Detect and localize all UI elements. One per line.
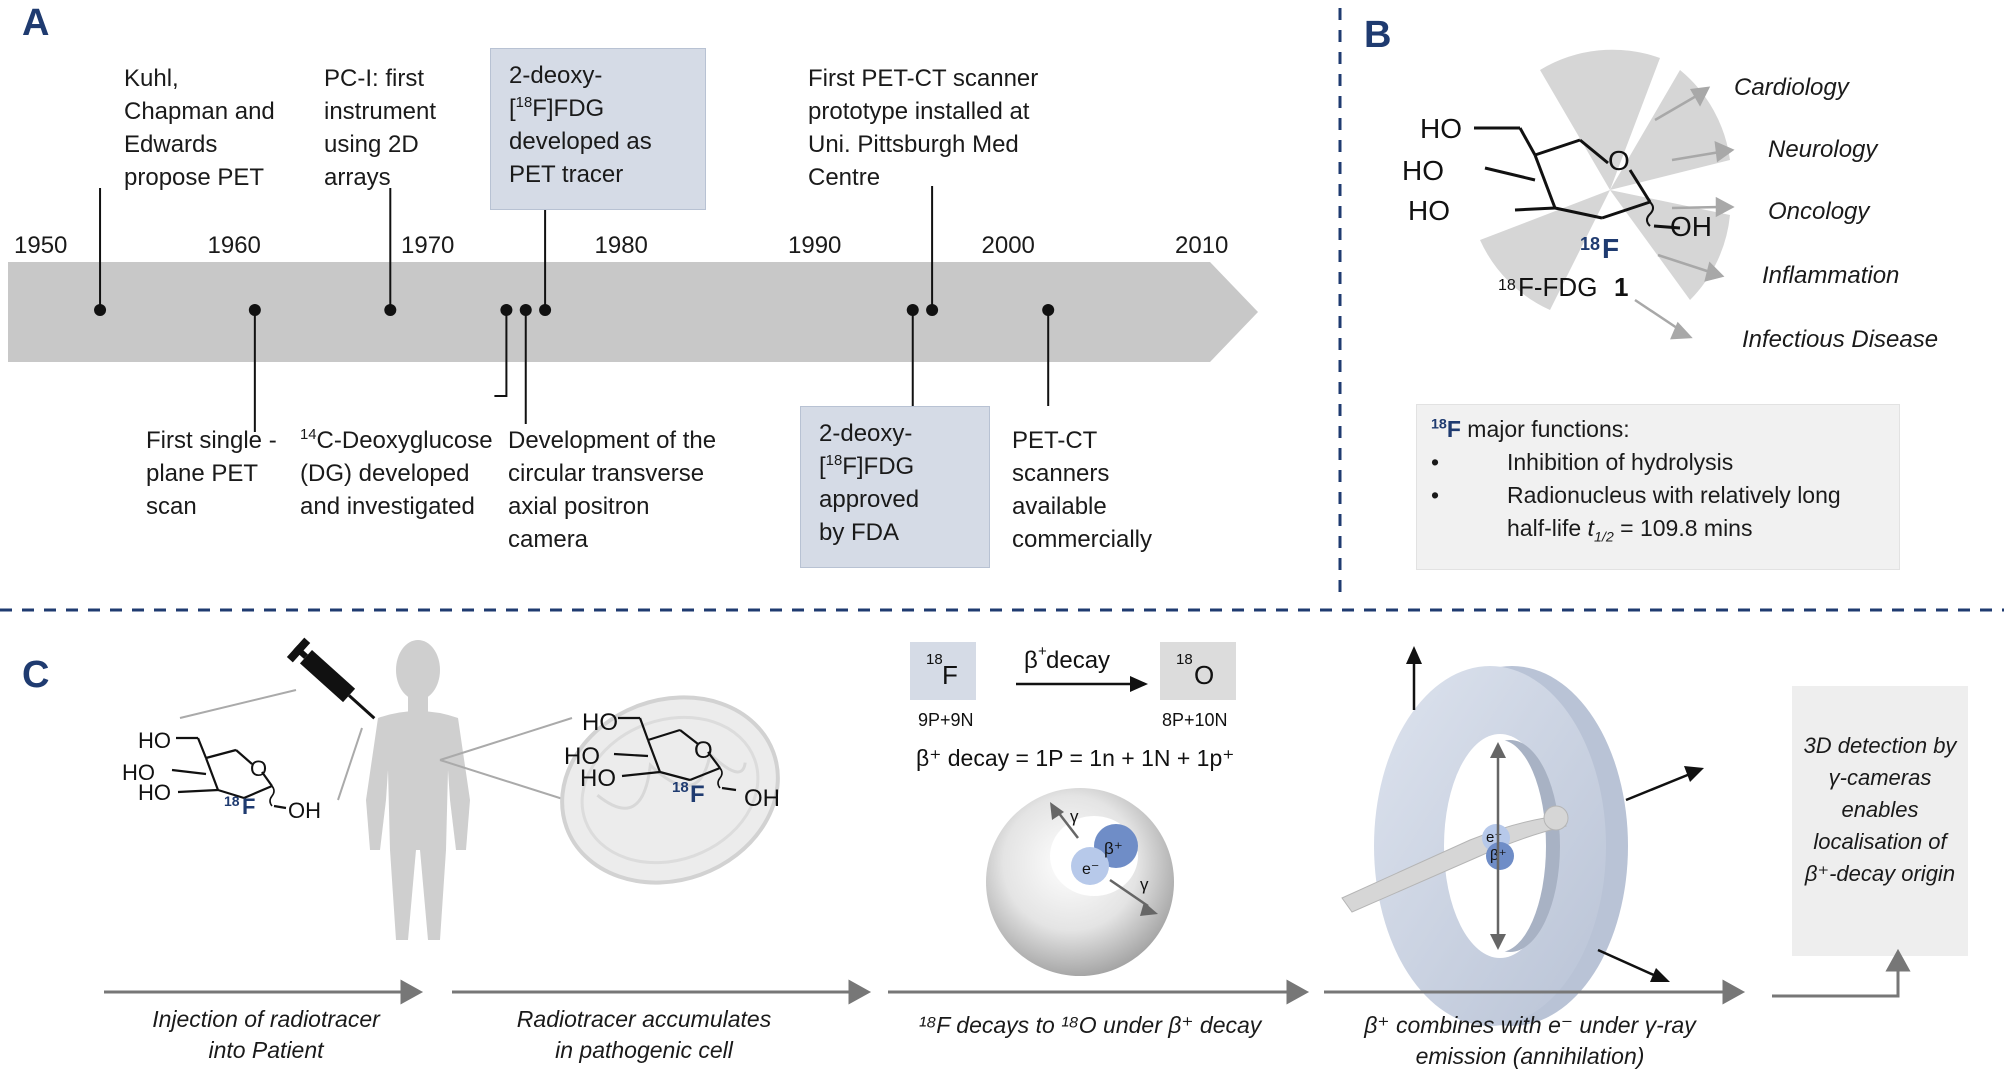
f18-element-box bbox=[910, 642, 976, 700]
event-below-dot-3 bbox=[906, 304, 919, 316]
fdg-structure-panel-b: HO HO HO O OH 18 F 18 F-FDG 1 bbox=[1402, 49, 1735, 340]
svg-text:HO: HO bbox=[580, 765, 616, 792]
timeline-year-1990: 1990 bbox=[788, 232, 842, 259]
svg-text:F: F bbox=[942, 660, 958, 690]
svg-text:O: O bbox=[694, 737, 713, 764]
application-neurology: Neurology bbox=[1768, 136, 1878, 163]
svg-text:O: O bbox=[250, 756, 267, 781]
event-pc-i: PC-I: first instrument using 2D arrays bbox=[324, 65, 437, 191]
event-below-dot-1 bbox=[500, 304, 513, 316]
event-below-line-1 bbox=[494, 310, 508, 397]
panel-label-c: C bbox=[22, 654, 50, 696]
svg-text:HO: HO bbox=[1420, 113, 1462, 144]
svg-text:1: 1 bbox=[1614, 272, 1628, 302]
svg-text:β⁺ decay = 1P = 1n + 1N + 1p⁺: β⁺ decay = 1P = 1n + 1N + 1p⁺ bbox=[916, 745, 1234, 771]
svg-text:HO: HO bbox=[122, 760, 155, 785]
event-circular-camera: Development of the circular transverse a… bbox=[508, 427, 717, 553]
event-deoxyglucose: 14C-Deoxyglucose (DG) developed and inve… bbox=[300, 427, 493, 520]
svg-text:O: O bbox=[1194, 660, 1214, 690]
functions-box: 18F major functions: •Inhibition of hydr… bbox=[1416, 404, 1900, 570]
application-cardiology: Cardiology bbox=[1734, 74, 1849, 101]
svg-text:18: 18 bbox=[1580, 234, 1600, 254]
svg-text:OH: OH bbox=[288, 798, 321, 823]
svg-text:decay: decay bbox=[1046, 647, 1110, 674]
svg-text:8P+10N: 8P+10N bbox=[1162, 710, 1228, 730]
application-oncology: Oncology bbox=[1768, 198, 1870, 225]
event-below-dot-2 bbox=[519, 304, 532, 316]
event-pet-ct-commercial: PET-CT scanners available commercially bbox=[1012, 427, 1153, 553]
svg-text:HO: HO bbox=[138, 780, 171, 805]
svg-text:F: F bbox=[1602, 233, 1619, 264]
svg-text:e⁻: e⁻ bbox=[1486, 829, 1502, 846]
timeline-year-1950: 1950 bbox=[14, 232, 68, 259]
svg-text:F: F bbox=[690, 781, 705, 808]
svg-text:18: 18 bbox=[926, 651, 943, 668]
event-first-single-plane-scan: First single - plane PET scan bbox=[146, 427, 277, 520]
timeline-year-2010: 2010 bbox=[1175, 232, 1229, 259]
event-above-dot-0 bbox=[94, 304, 107, 316]
timeline-year-1980: 1980 bbox=[594, 232, 648, 259]
svg-text:18: 18 bbox=[1498, 277, 1516, 294]
panel-label-a: A bbox=[22, 2, 50, 44]
svg-text:18: 18 bbox=[672, 779, 689, 796]
timeline-arrow bbox=[8, 186, 1258, 432]
timeline-year-2000: 2000 bbox=[981, 232, 1035, 259]
svg-text:HO: HO bbox=[1402, 155, 1444, 186]
timeline-bar bbox=[8, 262, 1258, 362]
svg-text:e⁻: e⁻ bbox=[1082, 861, 1099, 878]
o18-element-box bbox=[1160, 642, 1236, 700]
panel-label-b: B bbox=[1364, 14, 1392, 56]
timeline-year-1960: 1960 bbox=[207, 232, 261, 259]
syringe-icon bbox=[286, 637, 376, 720]
svg-text:O: O bbox=[1608, 145, 1630, 176]
svg-text:18: 18 bbox=[224, 793, 240, 809]
human-silhouette bbox=[366, 640, 470, 940]
svg-text:9P+9N: 9P+9N bbox=[918, 710, 974, 730]
application-infectious-disease: Infectious Disease bbox=[1742, 326, 1939, 353]
svg-text:F: F bbox=[242, 794, 255, 819]
caption-accumulation: Radiotracer accumulates in pathogenic ce… bbox=[516, 1006, 772, 1063]
pathogenic-cell bbox=[560, 695, 780, 885]
detection-text: 3D detection by γ-cameras enables locali… bbox=[1803, 733, 1957, 886]
caption-injection: Injection of radiotracer into Patient bbox=[152, 1006, 380, 1063]
event-above-dot-3 bbox=[926, 304, 939, 316]
event-kuhl-chapman-edwards: Kuhl, Chapman and Edwards propose PET bbox=[124, 65, 275, 191]
svg-text:γ: γ bbox=[1070, 807, 1079, 826]
svg-text:F-FDG: F-FDG bbox=[1518, 272, 1597, 302]
svg-text:β⁺: β⁺ bbox=[1104, 839, 1123, 858]
event-above-dot-2 bbox=[539, 304, 552, 316]
svg-text:HO: HO bbox=[564, 743, 600, 770]
detection-box bbox=[1792, 686, 1968, 956]
svg-text:18: 18 bbox=[1176, 651, 1193, 668]
svg-text:β: β bbox=[1024, 647, 1038, 674]
event-fdg-approved: 2-deoxy- [18F]FDG approved by FDA bbox=[800, 406, 990, 568]
event-above-dot-1 bbox=[384, 304, 397, 316]
event-below-dot-0 bbox=[248, 304, 261, 316]
event-below-dot-4 bbox=[1042, 304, 1055, 316]
svg-text:+: + bbox=[1038, 643, 1047, 660]
event-first-pet-ct-prototype: First PET-CT scanner prototype installed… bbox=[808, 65, 1039, 191]
svg-text:HO: HO bbox=[138, 728, 171, 753]
timeline-year-1970: 1970 bbox=[401, 232, 455, 259]
svg-text:HO: HO bbox=[582, 709, 618, 736]
event-fdg-developed: 2-deoxy- [18F]FDG developed as PET trace… bbox=[490, 48, 706, 210]
svg-text:OH: OH bbox=[744, 785, 780, 812]
electron-particle bbox=[1071, 847, 1109, 885]
svg-text:HO: HO bbox=[1408, 195, 1450, 226]
caption-annihilation: β⁺ combines with e⁻ under γ-ray emission… bbox=[1364, 1012, 1696, 1069]
application-inflammation: Inflammation bbox=[1762, 262, 1900, 289]
svg-text:γ: γ bbox=[1140, 875, 1149, 894]
caption-decay: ¹⁸F decays to ¹⁸O under β⁺ decay bbox=[918, 1012, 1262, 1038]
svg-text:OH: OH bbox=[1670, 211, 1712, 242]
